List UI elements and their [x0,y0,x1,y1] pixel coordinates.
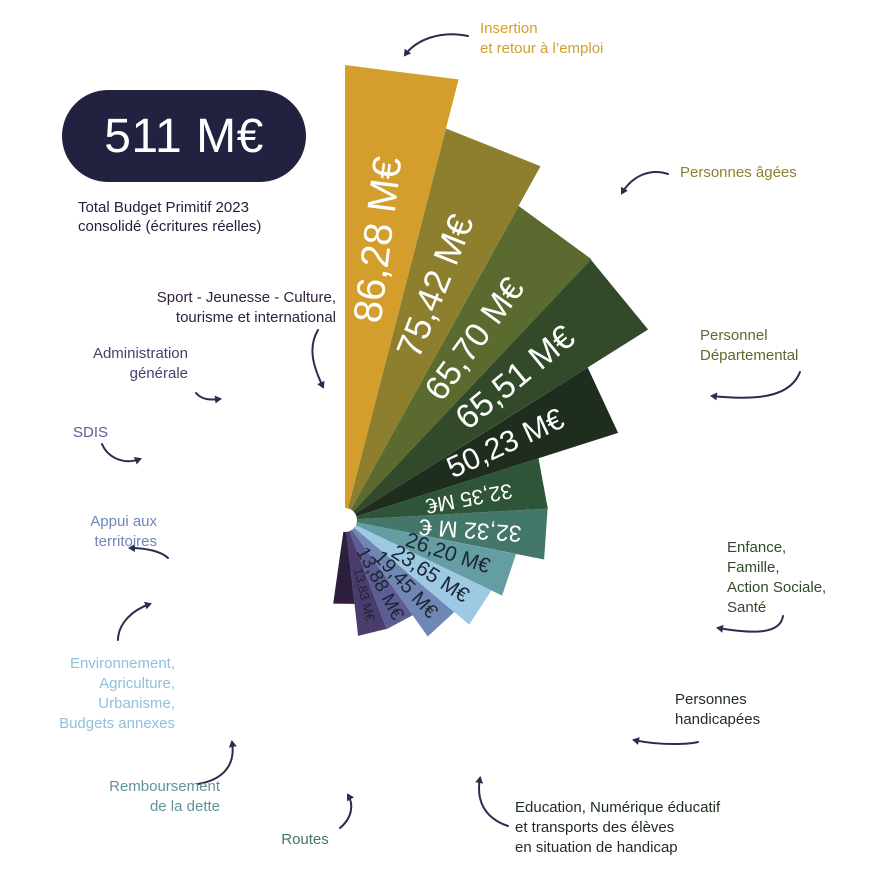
chart-hub [333,508,357,532]
slice-4 [345,367,619,520]
slice-1 [345,128,541,520]
total-caption-line2: consolidé (écritures réelles) [78,218,262,235]
total-budget-badge: 511 M€ [62,90,306,182]
label-arrow-9 [128,544,169,559]
category-label-3: Enfance,Famille,Action Sociale,Santé [727,539,826,616]
category-label-10: SDIS [73,424,108,441]
label-arrow-6 [339,793,355,829]
label-arrow-4 [632,737,699,745]
category-label-6: Routes [281,831,329,848]
slice-10 [345,520,413,630]
slice-9 [345,520,455,637]
slice-11 [345,520,387,636]
category-label-8: Environnement,Agriculture,Urbanisme,Budg… [59,655,175,732]
slice-value-label-12: 6,95 M€ [338,556,351,596]
total-budget-caption: Total Budget Primitif 2023 consolidé (éc… [78,198,318,236]
label-arrow-0 [403,33,469,57]
slice-2 [345,205,592,520]
label-arrow-11 [195,392,222,404]
total-caption-line1: Total Budget Primitif 2023 [78,199,249,216]
label-arrow-3 [716,615,784,633]
label-arrow-2 [710,371,801,401]
label-arrow-12 [311,329,325,389]
label-arrow-7 [197,740,237,785]
label-arrow-8 [117,601,152,641]
slice-7 [345,520,516,596]
total-budget-value: 511 M€ [104,109,264,163]
slice-6 [345,508,548,560]
label-arrow-1 [620,171,669,195]
category-label-12: Sport - Jeunesse - Culture,tourisme et i… [157,289,336,326]
slice-5 [345,458,548,520]
slice-12 [333,520,355,604]
slice-0 [345,65,459,520]
category-label-1: Personnes âgées [680,164,797,181]
slice-3 [345,259,649,520]
slice-8 [345,520,492,625]
label-arrow-5 [475,776,509,827]
label-arrow-10 [101,443,142,465]
